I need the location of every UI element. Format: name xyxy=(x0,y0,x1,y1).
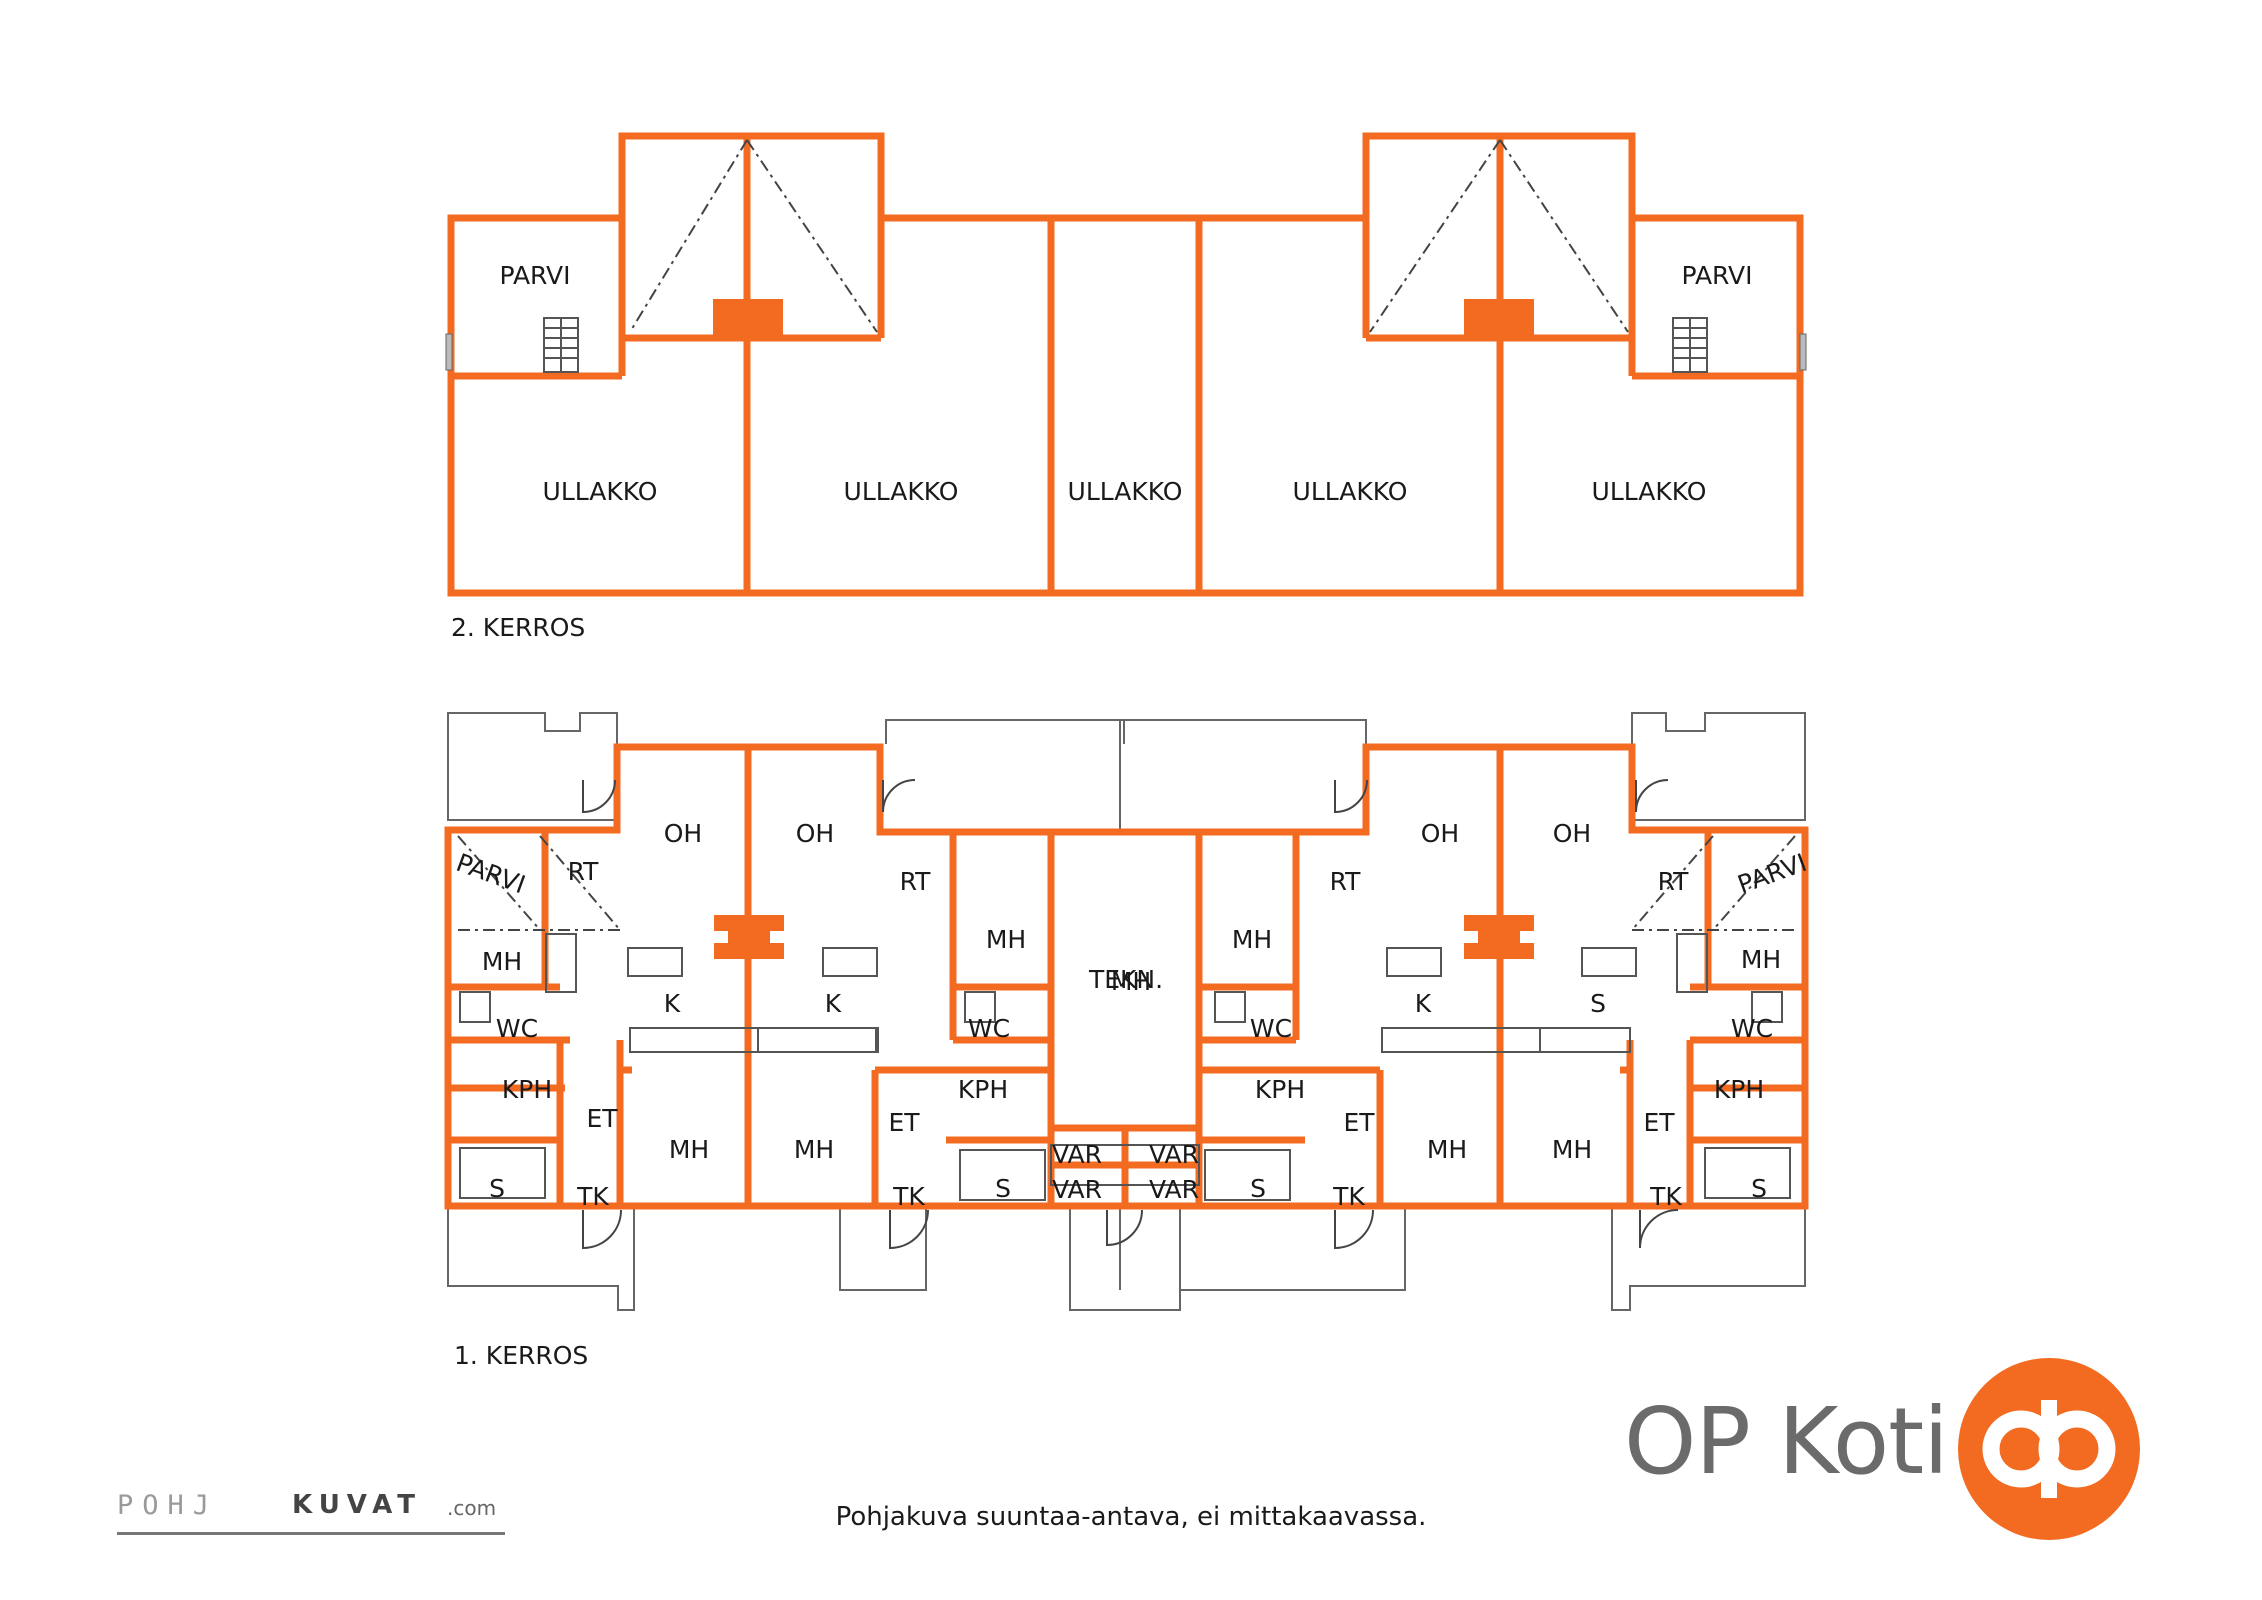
room-label: ET xyxy=(586,1104,618,1133)
upper-floor-plan xyxy=(447,132,1804,597)
room-label: RT xyxy=(1658,867,1690,896)
ground-dashes xyxy=(457,835,1796,931)
room-label: PARVI xyxy=(499,261,570,290)
room-label: OH xyxy=(664,819,702,848)
upper-room-labels: PARVI ULLAKKO ULLAKKO ULLAKKO ULLAKKO UL… xyxy=(499,261,1752,506)
room-label: S xyxy=(1751,1174,1767,1203)
room-label: MH xyxy=(794,1135,834,1164)
ground-chimneys xyxy=(714,915,1534,959)
room-label: ET xyxy=(1643,1108,1675,1137)
room-label: KPH xyxy=(502,1075,552,1104)
room-label: WC xyxy=(1731,1014,1773,1043)
room-label: MH xyxy=(482,947,522,976)
disclaimer-text: Pohjakuva suuntaa-antava, ei mittakaavas… xyxy=(835,1502,1427,1532)
room-label: TK xyxy=(576,1182,609,1211)
credit-part-1: POHJ xyxy=(117,1490,219,1521)
room-label: RT xyxy=(900,867,932,896)
room-label: KPH xyxy=(1714,1075,1764,1104)
room-label: VAR xyxy=(1149,1140,1199,1169)
room-label: S xyxy=(1590,989,1606,1018)
room-label: ULLAKKO xyxy=(1068,477,1183,506)
room-label: RT xyxy=(1330,867,1362,896)
room-label: ET xyxy=(1343,1108,1375,1137)
room-label: ULLAKKO xyxy=(1293,477,1408,506)
room-label: WC xyxy=(496,1014,538,1043)
room-label: K xyxy=(825,989,842,1018)
room-label: TK xyxy=(1332,1182,1365,1211)
room-label: VAR xyxy=(1149,1175,1199,1204)
upper-stairs xyxy=(543,317,1708,373)
room-label: TK xyxy=(1649,1182,1682,1211)
ground-walls xyxy=(444,743,1809,1210)
room-label: WC xyxy=(968,1014,1010,1043)
room-label: TK xyxy=(892,1182,925,1211)
room-label: ULLAKKO xyxy=(1592,477,1707,506)
room-label: S xyxy=(489,1174,505,1203)
ground-floor-label: 1. KERROS xyxy=(454,1341,588,1370)
room-label: RT xyxy=(568,857,600,886)
credit-underline xyxy=(117,1532,505,1535)
room-label: ULLAKKO xyxy=(543,477,658,506)
room-label: ULLAKKO xyxy=(844,477,959,506)
room-label: KPH xyxy=(1255,1075,1305,1104)
room-label: ET xyxy=(888,1108,920,1137)
pohjakuvat-credit: POHJ KUVAT .com xyxy=(117,1490,507,1546)
room-label: MH xyxy=(986,925,1026,954)
room-label: PARVI xyxy=(453,848,530,900)
room-label: PARVI xyxy=(1734,848,1811,900)
room-label: MH xyxy=(1232,925,1272,954)
ground-fixtures xyxy=(459,933,1791,1201)
room-label: S xyxy=(1250,1174,1266,1203)
room-label: K xyxy=(664,989,681,1018)
upper-floor-label: 2. KERROS xyxy=(451,613,585,642)
upper-gable-windows xyxy=(445,333,1807,371)
room-label: WC xyxy=(1250,1014,1292,1043)
upper-chimneys xyxy=(713,299,1534,339)
room-label: S xyxy=(995,1174,1011,1203)
room-label: K xyxy=(1415,989,1432,1018)
room-label: OH xyxy=(1553,819,1591,848)
upper-roof-dashes xyxy=(629,139,1629,333)
room-label: MH xyxy=(1111,967,1151,996)
room-label: MH xyxy=(1552,1135,1592,1164)
credit-part-2: KUVAT xyxy=(292,1490,422,1520)
room-label: PARVI xyxy=(1681,261,1752,290)
ground-doors xyxy=(582,779,1679,1250)
room-label: OH xyxy=(1421,819,1459,848)
brand-name: OP Koti xyxy=(1624,1388,1949,1495)
op-logo-icon xyxy=(1958,1358,2140,1540)
room-label: MH xyxy=(669,1135,709,1164)
room-label: VAR xyxy=(1052,1175,1102,1204)
room-label: MH xyxy=(1427,1135,1467,1164)
room-label: OH xyxy=(796,819,834,848)
room-label: VAR xyxy=(1052,1140,1102,1169)
room-label: MH xyxy=(1741,945,1781,974)
room-label: TEKN. xyxy=(1088,965,1163,994)
room-label: KPH xyxy=(958,1075,1008,1104)
ground-outline-thin xyxy=(447,712,1806,1311)
credit-part-3: .com xyxy=(447,1496,497,1520)
ground-room-labels: OH OH OH OH RT RT RT RT PARVI PARVI MH M… xyxy=(453,819,1811,1211)
